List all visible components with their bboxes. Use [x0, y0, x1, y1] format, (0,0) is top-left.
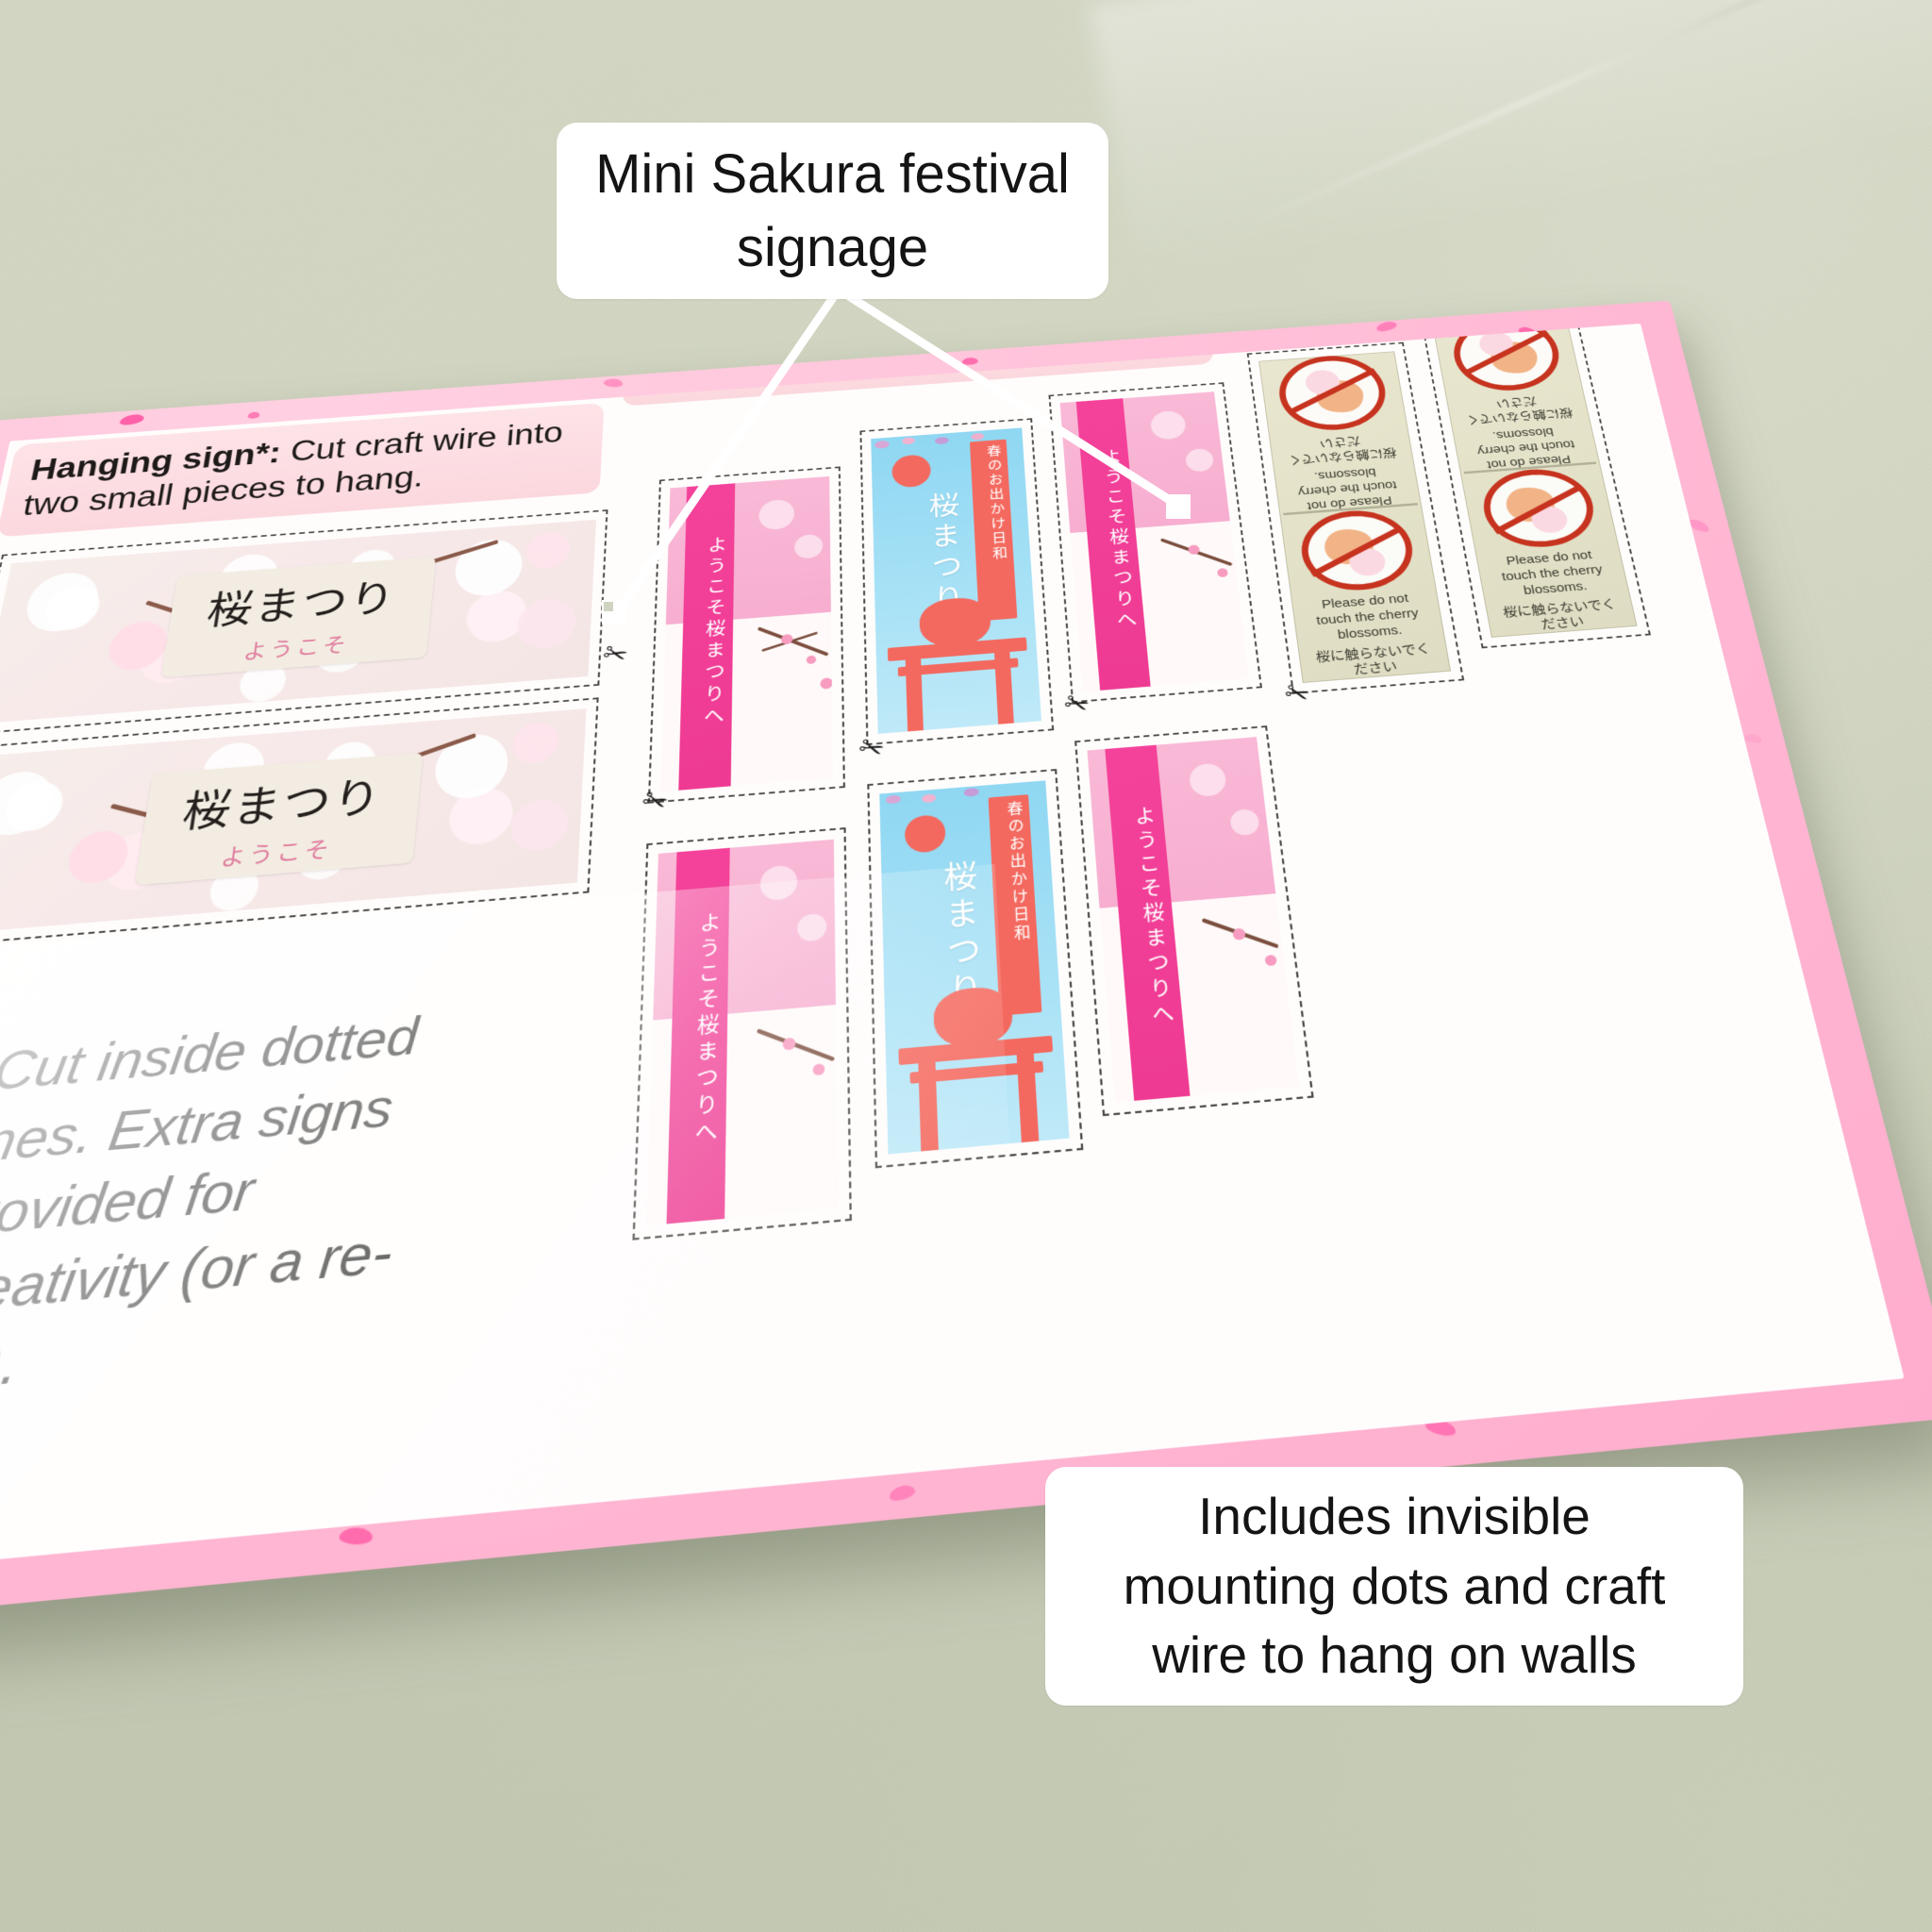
standing-sign-english-text: Please do not touch the cherry blossoms. — [1315, 591, 1420, 642]
callout-line: wire to hang on walls — [1152, 1625, 1637, 1685]
vertical-banner-text: ようこそ桜まつりへ — [691, 910, 723, 1150]
blossom-decoration — [508, 797, 570, 854]
blossom-bud — [812, 1063, 825, 1076]
sakura-signage-sheet: Hanging sign*: Cut craft wire into two s… — [0, 300, 1932, 1635]
confetti-petal — [338, 1526, 375, 1546]
blossom-bud — [1264, 954, 1277, 967]
no-touch-blossom-icon — [1476, 465, 1602, 552]
hanging-card-label: 桜まつり ようこそ — [160, 556, 436, 678]
hanging-card-main-text: 桜まつり — [203, 575, 399, 635]
confetti-petal — [119, 412, 144, 427]
no-touch-blossom-icon — [1447, 324, 1567, 394]
branch-decoration — [756, 1028, 836, 1062]
sheet-print-area: Hanging sign*: Cut craft wire into two s… — [0, 324, 1905, 1582]
blossom-decoration — [64, 828, 132, 886]
blossom-bud — [782, 1037, 796, 1051]
blossom-decoration — [432, 731, 510, 802]
blossom-bud — [806, 655, 817, 665]
blossom-decoration — [105, 619, 171, 673]
callout-line: Includes invisible — [1198, 1487, 1591, 1545]
cut-footnote: *Cut inside dotted lines. Extra signs pr… — [0, 1007, 421, 1407]
standing-sign-english-text: Please do not touch the cherry blossoms. — [1500, 548, 1605, 598]
vertical-banner-sign: ようこそ桜まつりへ — [646, 839, 839, 1226]
hanging-card-label: 桜まつり ようこそ — [134, 752, 424, 886]
no-touch-blossom-icon — [1274, 352, 1391, 434]
standing-sign-japanese-text: 桜に触らないでください — [1287, 434, 1398, 467]
standing-sign-japanese-text: 桜に触らないでください — [1464, 394, 1574, 426]
scissors-icon: ✂ — [1280, 676, 1314, 712]
blossom-decoration — [0, 769, 58, 839]
sheet-pink-border: Hanging sign*: Cut craft wire into two s… — [0, 300, 1932, 1635]
scissors-icon: ✂ — [635, 783, 675, 821]
confetti-petal — [888, 1482, 917, 1504]
callout-line: signage — [736, 216, 929, 278]
blossom-bud — [1216, 567, 1229, 578]
callout-line: Mini Sakura festival — [595, 143, 1070, 205]
blossom-decoration — [452, 537, 525, 598]
blossom-bud — [781, 633, 793, 645]
torii-banner-sign: 春のお出かけ日和 桜まつり — [871, 427, 1041, 734]
hanging-card-sub-text: ようこそ — [219, 836, 334, 872]
confetti-petal — [1743, 732, 1763, 744]
blossom-bud — [820, 677, 833, 690]
blossom-bud — [1232, 927, 1246, 941]
scissors-icon: ✂ — [597, 638, 633, 672]
confetti-petal — [1374, 319, 1399, 334]
torii-gate-icon — [918, 1061, 939, 1152]
vertical-banner-text: ようこそ桜まつりへ — [701, 535, 728, 730]
scissors-icon: ✂ — [1058, 687, 1094, 723]
confetti-petal — [961, 357, 978, 366]
blossom-decoration — [21, 570, 103, 635]
confetti-petal — [602, 377, 625, 389]
standing-sign-half-top: Please do not touch the cherry blossoms.… — [1258, 351, 1422, 514]
torii-gate-icon — [905, 658, 924, 732]
includes-callout: Includes invisible mounting dots and cra… — [1045, 1467, 1743, 1707]
no-touch-blossom-icon — [1296, 507, 1419, 594]
vertical-banner-sign: ようこそ桜まつりへ — [660, 475, 834, 792]
hanging-card-sub-text: ようこそ — [242, 632, 351, 664]
blossom-decoration — [515, 596, 577, 651]
scissors-icon: ✂ — [853, 730, 890, 768]
confetti-petal — [247, 411, 260, 420]
product-title-callout: Mini Sakura festival signage — [557, 123, 1108, 300]
torii-banner-sign: 春のお出かけ日和 桜まつり — [879, 780, 1070, 1155]
standing-sign-half-bottom: Please do not touch the cherry blossoms.… — [1280, 506, 1451, 683]
hanging-card-main-text: 桜まつり — [178, 772, 386, 838]
callout-line: mounting dots and craft — [1123, 1556, 1666, 1615]
